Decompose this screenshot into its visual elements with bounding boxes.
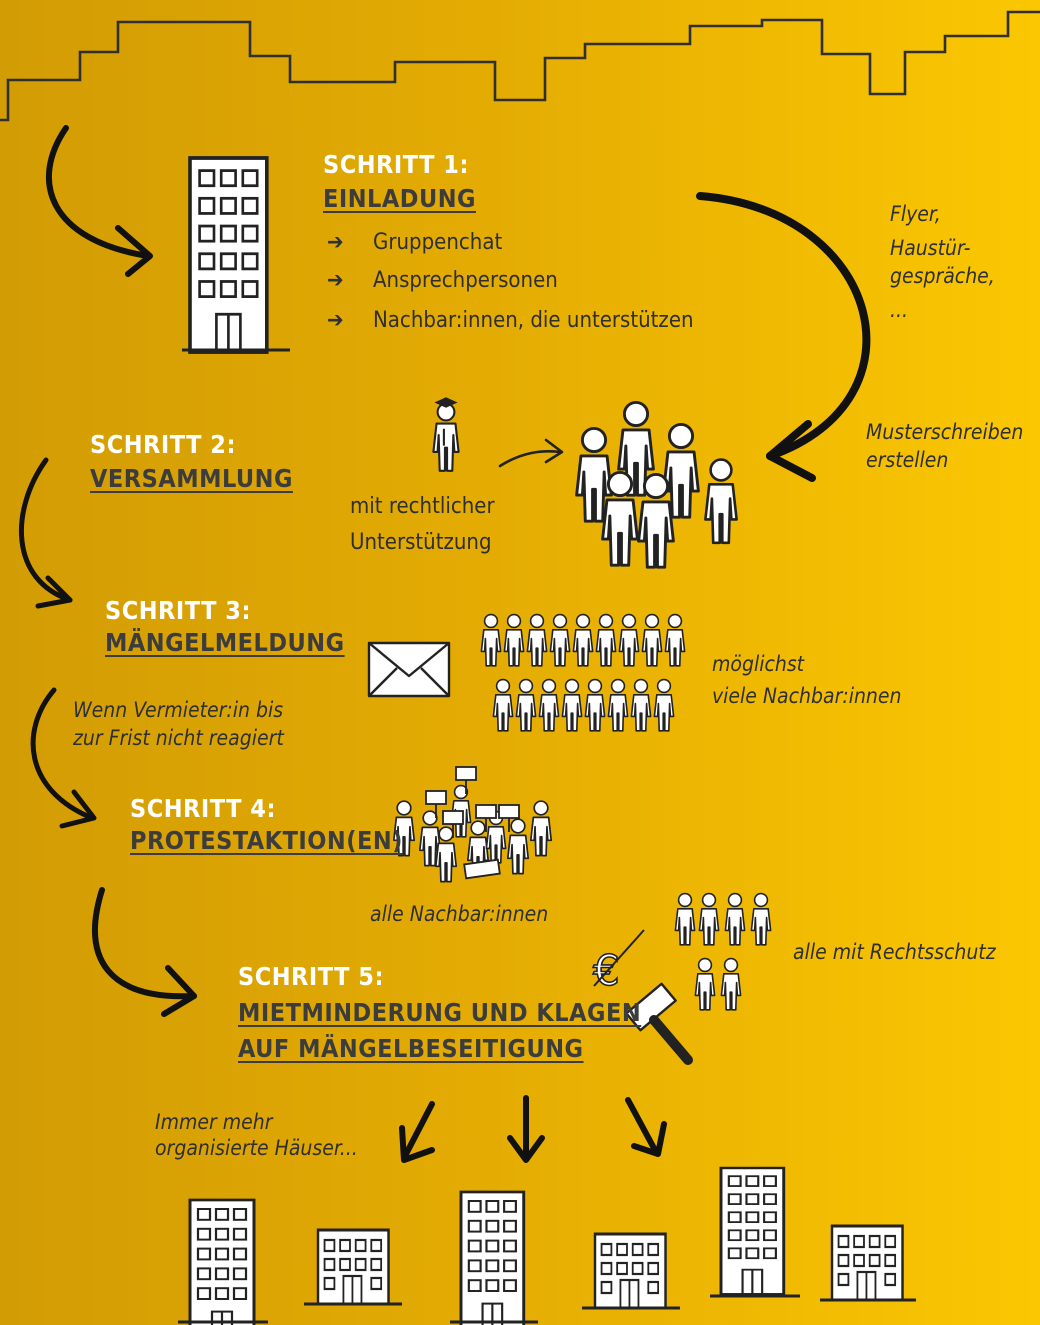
- legal-support-line: Unterstützung: [350, 530, 492, 555]
- more-houses-line: Immer mehr: [155, 1110, 273, 1134]
- curved-arrow-icon: [696, 192, 871, 482]
- curved-arrow-icon: [399, 1095, 667, 1163]
- step5-subtitle-line: MIETMINDERUNG UND KLAGEN: [238, 998, 642, 1027]
- gavel-icon: [625, 982, 693, 1065]
- curved-arrow-icon: [498, 438, 564, 468]
- bullet-label: Nachbar:innen, die unterstützen: [373, 308, 694, 333]
- muster-note-line: erstellen: [866, 448, 949, 472]
- flyer-note-line: gespräche,: [890, 264, 995, 288]
- more-houses-line: organisierte Häuser...: [155, 1136, 358, 1160]
- step5-title: SCHRITT 5:: [238, 962, 384, 991]
- step3-title: SCHRITT 3:: [105, 596, 251, 625]
- curved-arrow-icon: [18, 457, 73, 609]
- graduate-person-icon: [432, 397, 460, 472]
- step2-subtitle: VERSAMMLUNG: [90, 464, 293, 493]
- bullet-label: Gruppenchat: [373, 230, 503, 255]
- flyer-note-line: ...: [890, 298, 908, 322]
- apartment-building-icon: [188, 1198, 256, 1325]
- step2-title: SCHRITT 2:: [90, 430, 236, 459]
- step5-subtitle-line: AUF MÄNGELBESEITIGUNG: [238, 1034, 584, 1063]
- legal-protection-label: alle mit Rechtsschutz: [793, 940, 996, 964]
- many-neighbors-line: möglichst: [712, 652, 805, 676]
- muster-note-line: Musterschreiben: [866, 420, 1024, 444]
- apartment-building-icon: [188, 156, 269, 354]
- bullet-item: ➔ Nachbar:innen, die unterstützen: [327, 308, 694, 333]
- curved-arrow-icon: [45, 125, 153, 277]
- arrow-right-icon: ➔: [327, 308, 344, 333]
- curved-arrow-icon: [30, 687, 97, 829]
- bullet-item: ➔ Gruppenchat: [327, 230, 502, 255]
- step3-subtitle: MÄNGELMELDUNG: [105, 628, 345, 657]
- apartment-building-icon: [459, 1190, 526, 1325]
- deadline-note-line: zur Frist nicht reagiert: [73, 726, 284, 750]
- all-neighbors-label: alle Nachbar:innen: [370, 902, 549, 926]
- apartment-building-icon: [316, 1228, 391, 1306]
- curved-arrow-icon: [92, 887, 197, 1017]
- skyline-outline: [0, 10, 1040, 122]
- step4-title: SCHRITT 4:: [130, 794, 276, 823]
- legal-protection-group-icon: [674, 892, 772, 1011]
- apartment-building-icon: [830, 1224, 905, 1302]
- flyer-note-line: Flyer,: [890, 202, 941, 226]
- arrow-right-icon: ➔: [327, 268, 344, 293]
- arrow-right-icon: ➔: [327, 230, 344, 255]
- step1-subtitle: EINLADUNG: [323, 184, 477, 213]
- deadline-note-line: Wenn Vermieter:in bis: [73, 698, 284, 722]
- bullet-label: Ansprechpersonen: [373, 268, 558, 293]
- protest-group-icon: [392, 766, 553, 883]
- apartment-building-icon: [719, 1166, 786, 1296]
- apartment-building-icon: [593, 1232, 668, 1310]
- envelope-icon: [367, 641, 451, 698]
- legal-support-line: mit rechtlicher: [350, 494, 495, 519]
- many-neighbors-line: viele Nachbar:innen: [712, 684, 902, 708]
- euro-icon: €: [592, 929, 645, 996]
- bullet-item: ➔ Ansprechpersonen: [327, 268, 558, 293]
- step1-title: SCHRITT 1:: [323, 150, 469, 179]
- assembly-group-icon: [575, 400, 738, 569]
- flyer-note-line: Haustür-: [890, 236, 971, 260]
- step4-subtitle: PROTESTAKTION(EN): [130, 826, 403, 855]
- svg-text:€: €: [593, 946, 620, 995]
- neighbors-crowd-icon: [480, 613, 686, 732]
